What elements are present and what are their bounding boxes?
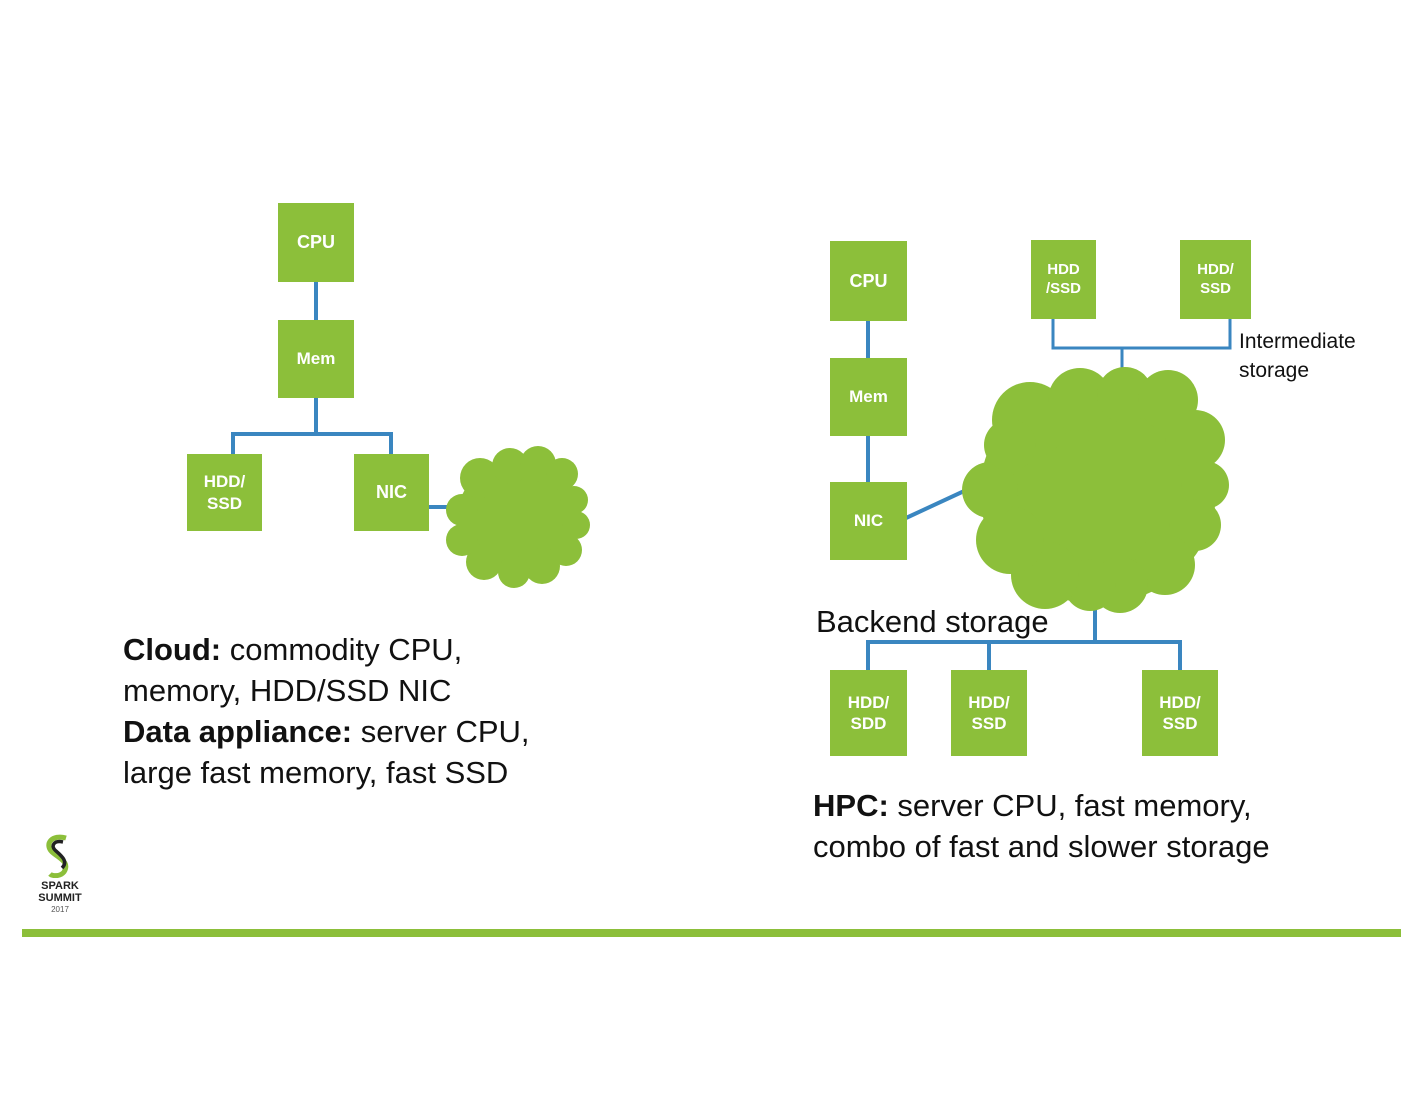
backend-storage-3-label: HDD/ SSD bbox=[1159, 692, 1201, 733]
right-caption-line1: HPC: server CPU, fast memory, bbox=[813, 788, 1252, 823]
left-nic-label: NIC bbox=[376, 482, 407, 503]
intermediate-storage-node-1: HDD /SSD bbox=[1031, 240, 1096, 319]
backend-storage-label: Backend storage bbox=[816, 604, 1049, 639]
backend-storage-node-3: HDD/ SSD bbox=[1142, 670, 1218, 756]
right-caption-line2: combo of fast and slower storage bbox=[813, 829, 1270, 864]
right-mem-node: Mem bbox=[830, 358, 907, 436]
left-storage-label: HDD/ SSD bbox=[203, 472, 246, 513]
backend-storage-1-label: HDD/ SDD bbox=[847, 692, 890, 733]
connector-mem-branch bbox=[231, 398, 318, 454]
left-caption-line1: Cloud: commodity CPU, bbox=[123, 632, 463, 667]
left-caption: Cloud: commodity CPU, memory, HDD/SSD NI… bbox=[123, 629, 530, 793]
intermediate-storage-label: Intermediate storage bbox=[1239, 330, 1356, 382]
footer-accent-bar bbox=[22, 929, 1401, 937]
intermediate-storage-1-label: HDD /SSD bbox=[1045, 260, 1081, 297]
left-mem-label: Mem bbox=[296, 349, 336, 369]
right-caption: HPC: server CPU, fast memory, combo of f… bbox=[813, 785, 1270, 867]
connector-intermediate bbox=[1051, 318, 1232, 350]
left-cpu-node: CPU bbox=[278, 203, 354, 282]
left-nic-node: NIC bbox=[354, 454, 429, 531]
left-caption-line4: large fast memory, fast SSD bbox=[123, 755, 509, 790]
backend-storage-2-label: HDD/ SSD bbox=[968, 692, 1010, 733]
right-nic-label: NIC bbox=[853, 511, 884, 531]
spark-swirl-icon bbox=[46, 834, 69, 879]
right-nic-node: NIC bbox=[830, 482, 907, 560]
large-network-cloud-icon bbox=[962, 367, 1229, 613]
left-storage-node: HDD/ SSD bbox=[187, 454, 262, 531]
backend-storage-node-1: HDD/ SDD bbox=[830, 670, 907, 756]
intermediate-storage-2-label: HDD/ SSD bbox=[1197, 260, 1234, 297]
small-network-cloud-icon bbox=[446, 446, 590, 588]
connector-backend bbox=[866, 640, 1182, 670]
left-mem-node: Mem bbox=[278, 320, 354, 398]
left-caption-line2: memory, HDD/SSD NIC bbox=[123, 673, 452, 708]
connector-mem-nic bbox=[316, 432, 393, 454]
backend-storage-node-2: HDD/ SSD bbox=[951, 670, 1027, 756]
right-cpu-node: CPU bbox=[830, 241, 907, 321]
right-cpu-label: CPU bbox=[849, 270, 888, 291]
intermediate-storage-node-2: HDD/ SSD bbox=[1180, 240, 1251, 319]
left-caption-line3: Data appliance: server CPU, bbox=[123, 714, 530, 749]
left-cpu-label: CPU bbox=[296, 232, 335, 253]
spark-summit-logo: SPARK SUMMIT 2017 bbox=[30, 832, 90, 922]
right-mem-label: Mem bbox=[849, 387, 888, 407]
